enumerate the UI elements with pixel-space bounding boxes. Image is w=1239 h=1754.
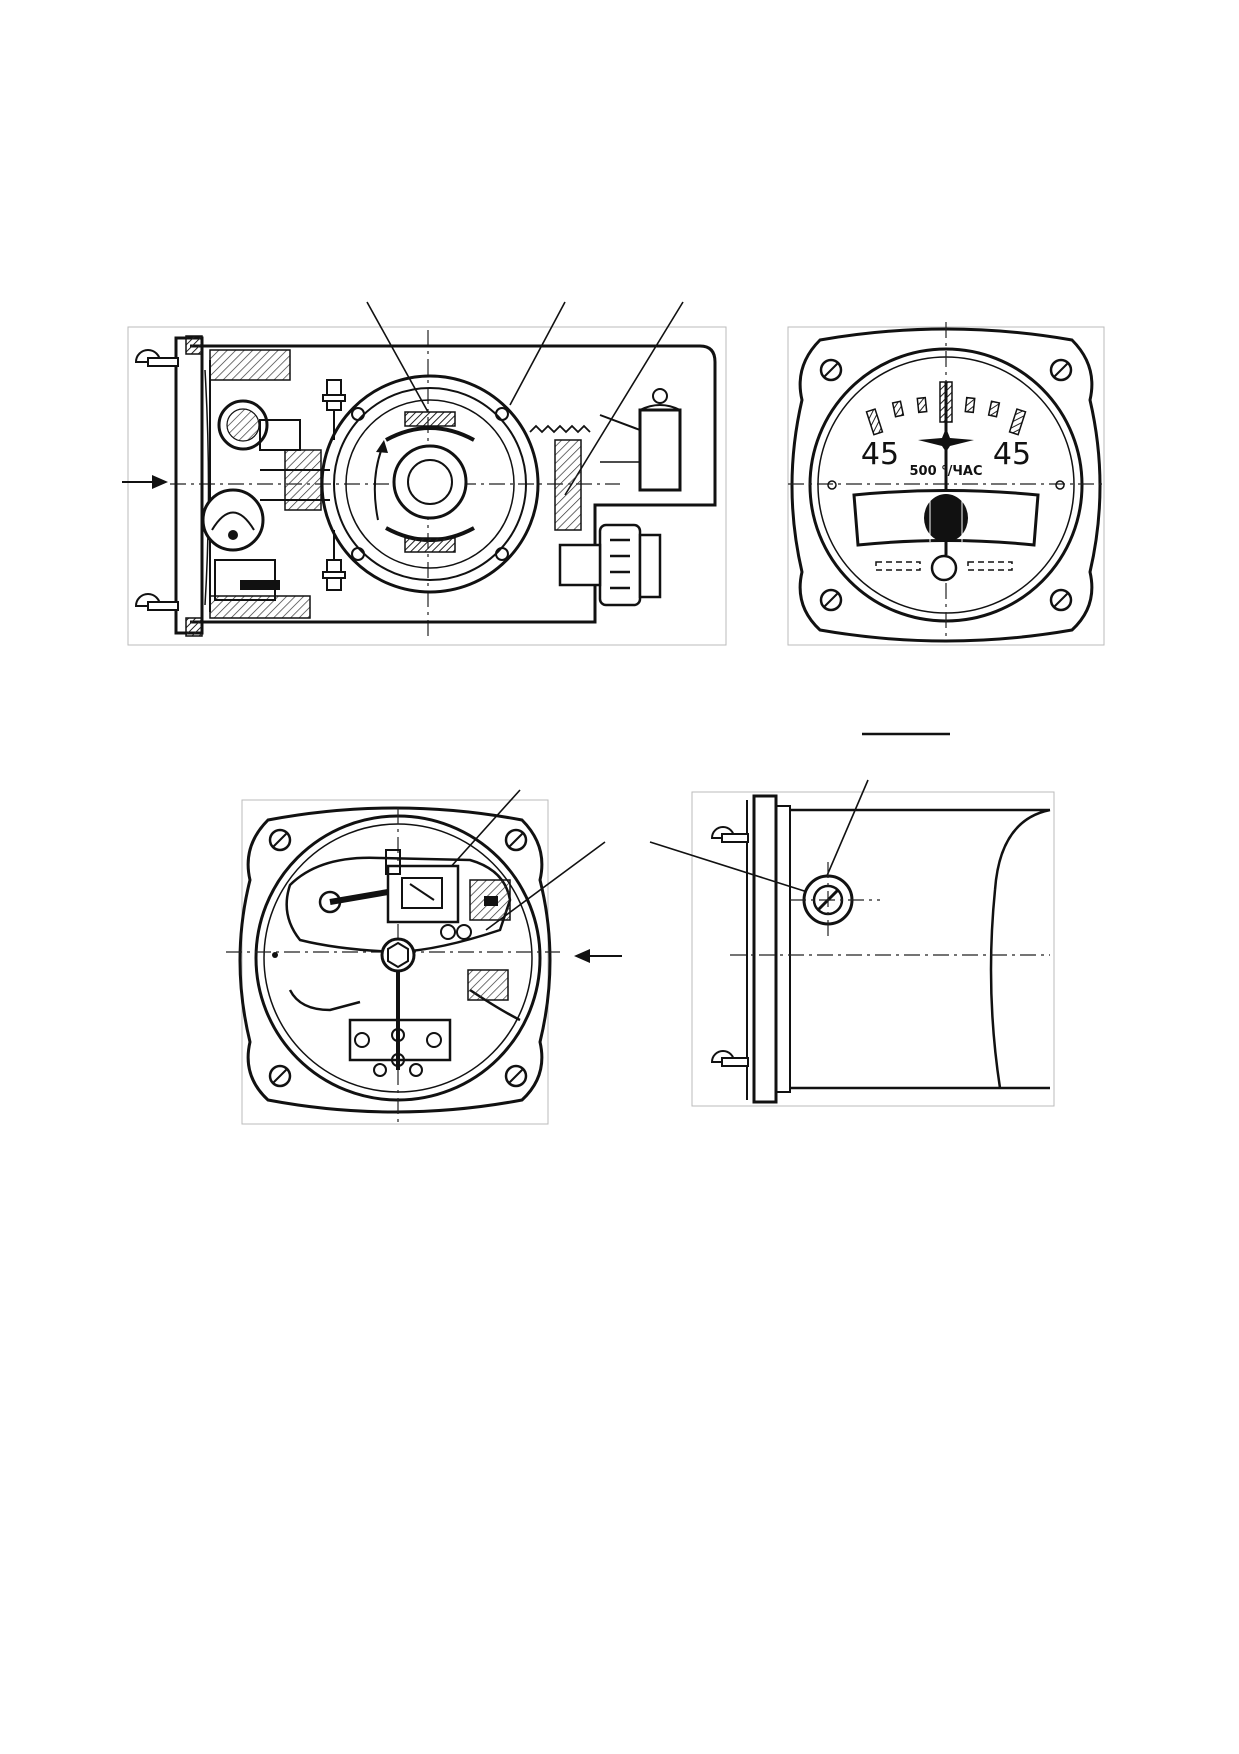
mounting-flange-plate [752,794,778,1104]
gyro-housing-ring [320,374,540,594]
needle-hub [930,554,958,582]
rear-screw-bl [268,1064,292,1088]
lower-screws [354,1032,442,1077]
scale-label-right: 45 [993,437,1031,472]
scale-label-left: 45 [861,437,899,472]
view-arrow-left [122,475,168,489]
rear-screw-tl [268,828,292,852]
terminal-post-top [322,379,346,440]
lower-index-marks [875,561,1013,571]
side-screw-top [710,826,749,843]
gimbal-frame [285,856,512,954]
flange-screw-br [1049,588,1073,612]
side-section-view [122,301,727,646]
leader-lines-top [366,301,684,496]
rotation-arrow [373,440,388,521]
gyro-rotor [392,444,468,520]
instrument-body [790,808,1051,1090]
flange-screw-bl [819,588,843,612]
plug-connector [558,523,662,607]
front-flange [174,336,204,635]
indicator-flange [790,327,1102,643]
view-arrow-right [574,949,622,963]
dial-bearing [201,488,265,552]
pivot-ring [217,399,269,451]
indicator-face-view: 45 45 500 °/ЧАС [787,322,1105,646]
spring [529,424,591,434]
flange-screw-tl [819,358,843,382]
terminal-post-bottom [322,530,346,591]
rear-screw-tr [504,828,528,852]
rear-view-mechanism [226,789,622,1125]
side-screw-bottom [710,1050,749,1067]
rear-screw-br [504,1064,528,1088]
flange-screw-tr [1049,358,1073,382]
slip-indicator-ball [924,494,968,542]
solenoid-coil [638,408,682,492]
housing-shell [190,344,717,624]
side-exterior-view [649,779,1055,1107]
mounting-screw-bottom [134,593,179,611]
gyro-cage [386,864,460,924]
mounting-screw-top [134,349,179,367]
